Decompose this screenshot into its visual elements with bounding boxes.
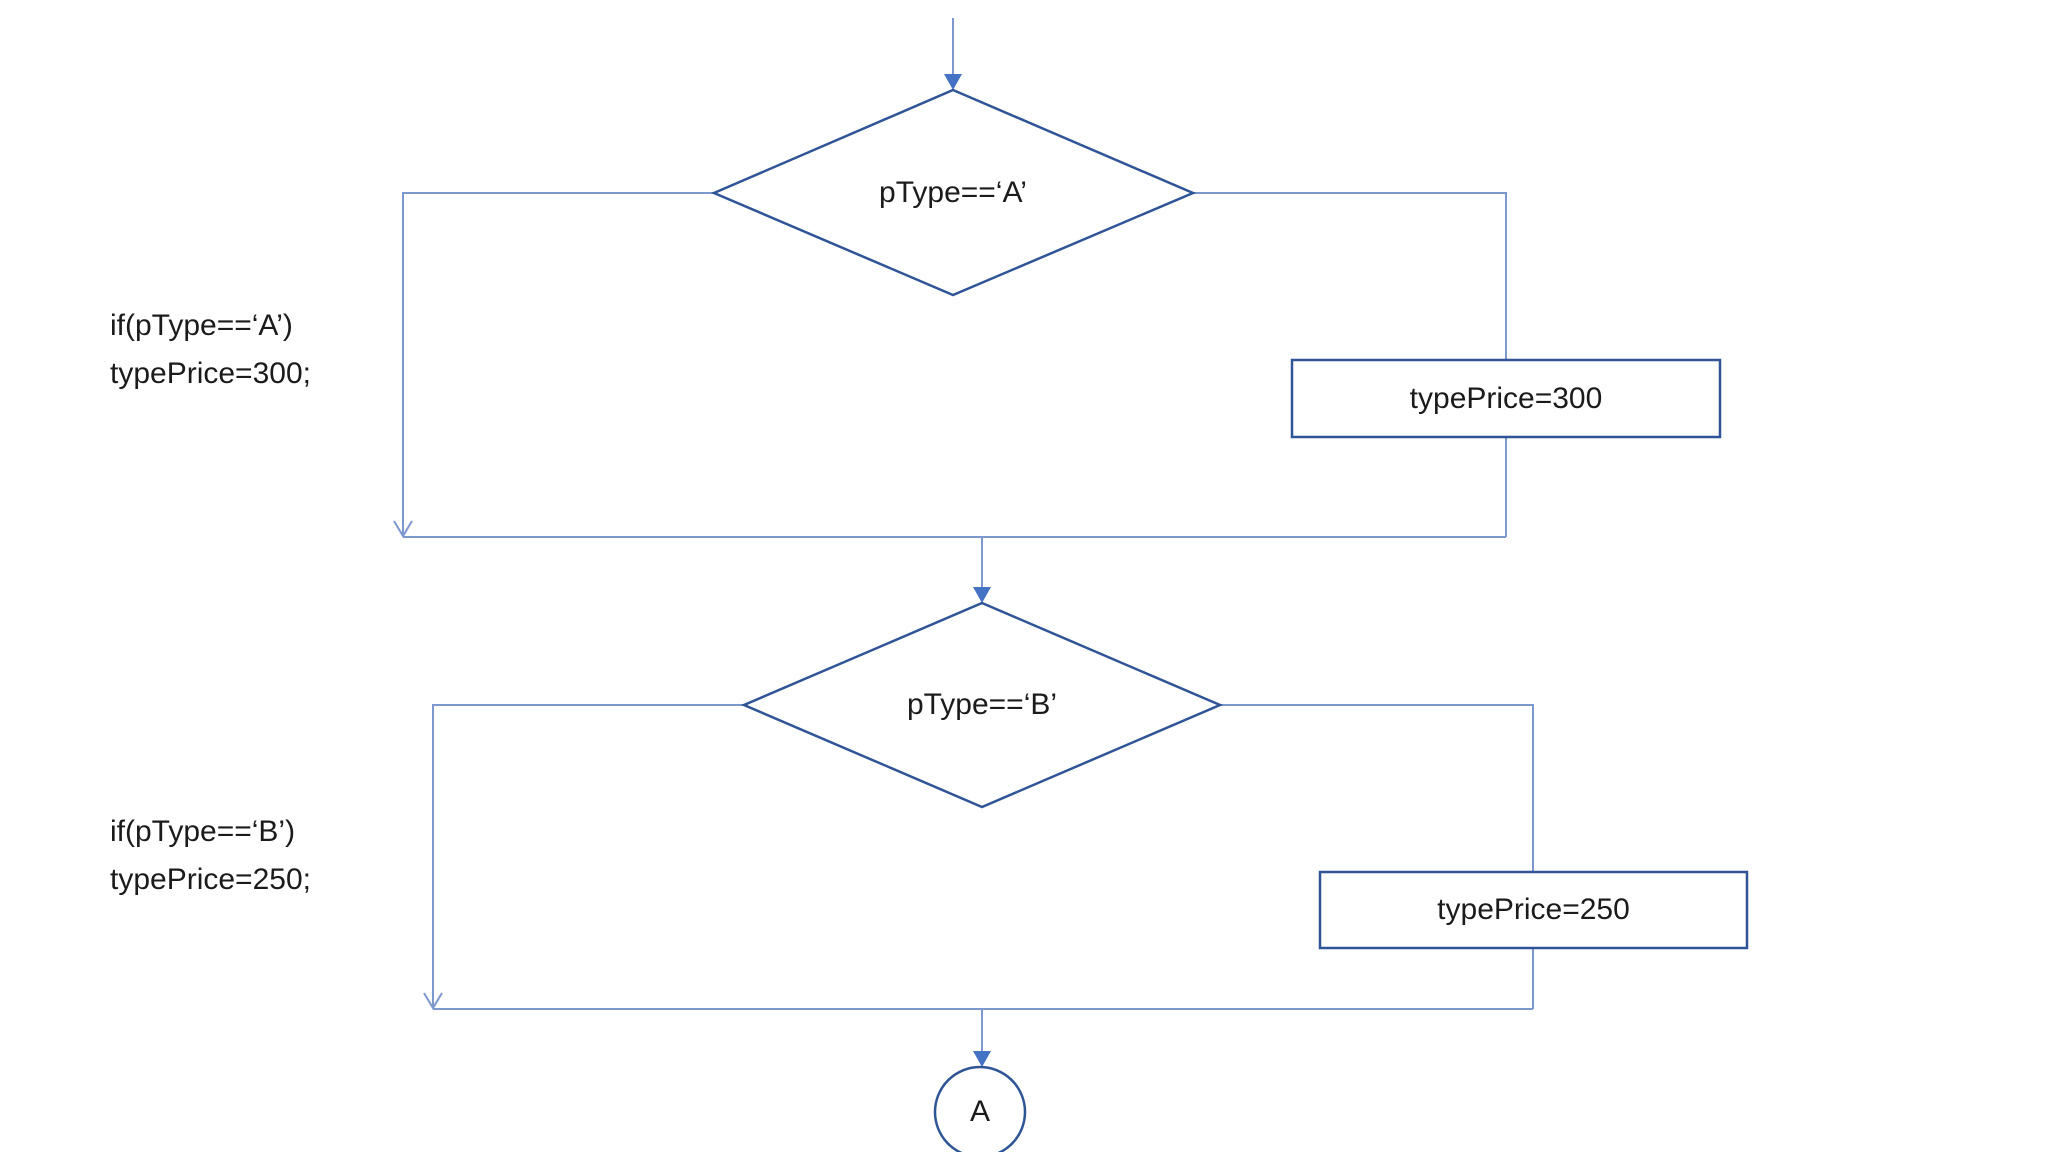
code2-line1: if(pType==‘B’) [110, 815, 296, 848]
code-annotation-2: if(pType==‘B’) typePrice=250; [110, 808, 311, 904]
code-annotation-1: if(pType==‘A’) typePrice=300; [110, 302, 311, 398]
arrowhead-entry-icon [944, 74, 962, 90]
process1-rect-shape [1290, 358, 1722, 439]
terminal-circle-shape [933, 1065, 1027, 1152]
code2-line2: typePrice=250; [110, 863, 311, 896]
decision1-diamond-shape [710, 88, 1197, 297]
code1-line1: if(pType==‘A’) [110, 309, 293, 342]
code1-line2: typePrice=300; [110, 357, 311, 390]
process2-rect-shape [1318, 870, 1749, 950]
decision2-label: pType==‘B’ [906, 688, 1058, 721]
connector-decision1-false [402, 192, 714, 535]
connector-decision2-true [1220, 704, 1534, 1009]
terminal-label: A [969, 1095, 990, 1128]
arrowhead-terminal-icon [973, 1051, 991, 1067]
process1-label: typePrice=300 [1409, 381, 1603, 415]
decision1-label: pType==‘A’ [879, 176, 1027, 209]
process2-label: typePrice=250 [1437, 893, 1630, 926]
arrowhead-decision2-icon [973, 587, 991, 603]
connector-decision2-false [432, 704, 744, 1007]
decision2-diamond-shape [740, 601, 1224, 809]
